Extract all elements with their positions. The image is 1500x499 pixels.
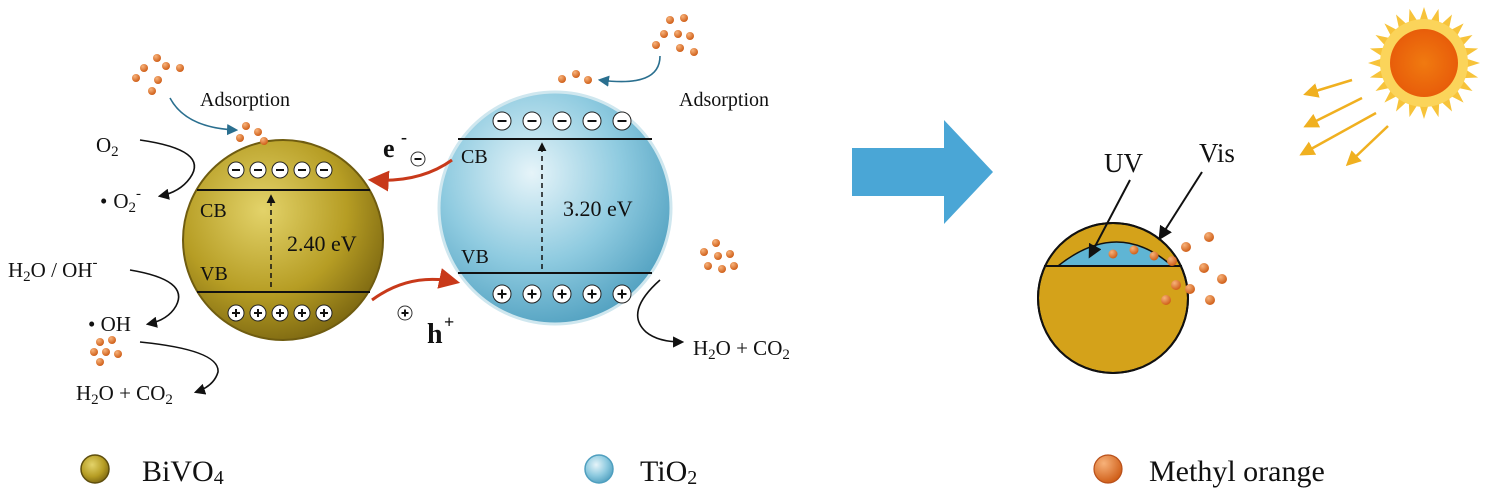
vis-label: Vis	[1199, 138, 1235, 168]
bivo4-vb-label: VB	[200, 263, 228, 285]
product-label-left: H2O + CO2	[76, 381, 173, 408]
methyl-orange-swatch-icon	[1093, 454, 1123, 484]
vis-arrow	[1158, 171, 1203, 241]
sun-icon	[1368, 7, 1480, 119]
legend: BiVO4 TiO2 Methyl orange	[80, 454, 1325, 489]
sunlight-rays	[1299, 78, 1389, 167]
superoxide-label: •O2-	[100, 186, 141, 216]
bivo4-cb-label: CB	[200, 200, 227, 222]
adsorption-label-left: Adsorption	[200, 89, 290, 111]
tio2-swatch-icon	[584, 454, 614, 484]
tio2-holes	[492, 284, 632, 304]
svg-text:h: h	[427, 319, 443, 350]
tio2-particle: CB VB 3.20 eV	[437, 90, 673, 326]
degradation-arrow-right	[636, 279, 685, 348]
oxygen-reduction-arrow	[139, 139, 196, 200]
methyl-orange-surroundings	[1161, 232, 1227, 305]
hydroxyl-radical-label: • OH	[88, 312, 131, 336]
hole-transfer-arrow	[371, 268, 461, 302]
process-arrow	[852, 120, 993, 224]
adsorption-arrow-right	[597, 55, 661, 87]
water-hydroxide-label: H2O / OH-	[8, 255, 98, 285]
tio2-bandgap-label: 3.20 eV	[563, 196, 633, 221]
hole-symbol: h +	[397, 305, 454, 350]
tio2-electrons	[492, 111, 632, 131]
methyl-orange-cluster-bottom-right	[700, 239, 738, 273]
uv-label: UV	[1104, 148, 1143, 178]
svg-text:-: -	[401, 127, 407, 147]
methyl-orange-cluster-bottom-left	[90, 336, 122, 366]
water-oxidation-arrow	[129, 269, 180, 328]
methyl-orange-cluster-top-right	[652, 14, 698, 56]
methyl-orange-cluster-top-left	[132, 54, 184, 95]
legend-label-methyl-orange: Methyl orange	[1149, 455, 1325, 488]
bivo4-particle: CB VB 2.40 eV	[182, 139, 384, 341]
bivo4-holes	[227, 304, 333, 322]
electron-symbol: e -	[383, 127, 426, 167]
bivo4-bandgap-label: 2.40 eV	[287, 231, 357, 256]
methyl-orange-adsorbed-right	[558, 70, 592, 84]
degradation-arrow-left	[139, 341, 219, 395]
legend-item-tio2: TiO2	[584, 454, 697, 489]
legend-item-methyl-orange: Methyl orange	[1093, 454, 1325, 488]
bivo4-swatch-icon	[80, 454, 110, 484]
electron-transfer-arrow	[367, 158, 453, 192]
adsorption-label-right: Adsorption	[679, 89, 769, 111]
oxygen-label: O2	[96, 133, 119, 160]
legend-label-tio2: TiO2	[640, 455, 697, 489]
product-label-right: H2O + CO2	[693, 336, 790, 363]
bivo4-electrons	[227, 161, 333, 179]
svg-text:+: +	[444, 312, 454, 332]
methyl-orange-adsorbed-left	[236, 122, 268, 145]
tio2-cb-label: CB	[461, 146, 488, 168]
uv-arrow	[1088, 179, 1131, 259]
legend-item-bivo4: BiVO4	[80, 454, 224, 489]
legend-label-bivo4: BiVO4	[142, 455, 224, 489]
composite-particle	[1037, 222, 1189, 374]
tio2-vb-label: VB	[461, 246, 489, 268]
svg-text:e: e	[383, 134, 395, 163]
adsorption-arrow-left	[169, 97, 239, 136]
